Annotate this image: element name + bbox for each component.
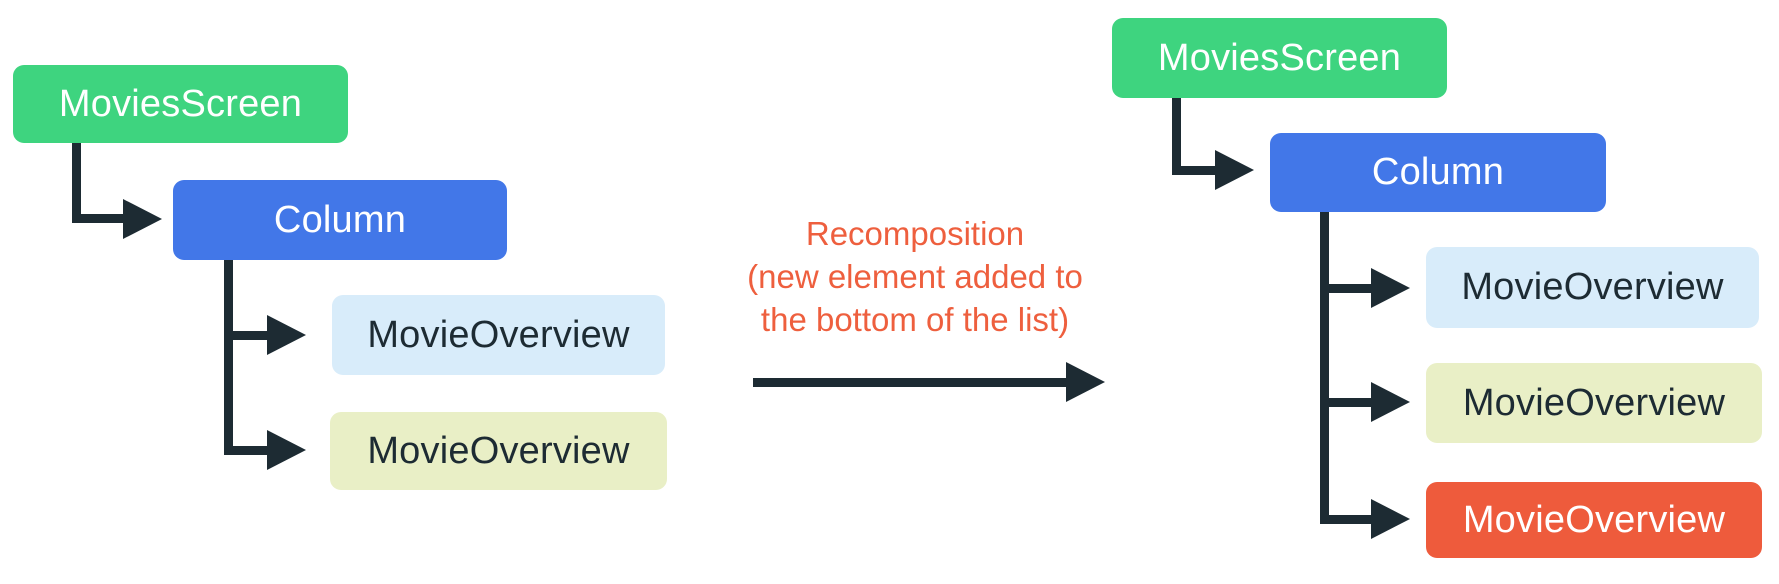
right-branch2-connector [1320,398,1372,407]
annotation-line: (new element added to [747,258,1083,295]
left-column-trunk [224,260,233,455]
node-label: MovieOverview [367,313,630,356]
left-root-connector-vertical [72,143,81,223]
left-branch1-connector [224,331,269,340]
right-branch2-arrowhead-icon [1371,382,1410,422]
transition-arrowhead-icon [1066,362,1105,402]
transition-arrow-line [753,378,1067,387]
node-label: MovieOverview [367,429,630,472]
right-node-moviesscreen: MoviesScreen [1112,18,1447,98]
recomposition-annotation: Recomposition (new element added to the … [700,212,1130,341]
left-root-connector-horizontal [72,214,124,223]
right-root-arrowhead-icon [1215,150,1254,190]
right-node-movieoverview-1: MovieOverview [1426,247,1759,328]
annotation-line: the bottom of the list) [760,301,1070,338]
left-branch1-arrowhead-icon [267,315,306,355]
right-node-movieoverview-3-new: MovieOverview [1426,482,1762,558]
right-root-connector-horizontal [1172,166,1217,175]
node-label: MovieOverview [1461,266,1724,308]
node-label: MoviesScreen [58,82,303,125]
right-branch3-connector [1320,515,1372,524]
right-column-trunk [1320,212,1329,524]
left-branch2-arrowhead-icon [267,430,306,470]
right-node-movieoverview-2: MovieOverview [1426,363,1762,443]
node-label: MoviesScreen [1157,36,1402,79]
left-root-arrowhead-icon [123,199,162,239]
left-node-movieoverview-2: MovieOverview [330,412,667,490]
node-label: Column [273,198,407,241]
annotation-line: Recomposition [805,215,1025,252]
right-branch1-arrowhead-icon [1371,268,1410,308]
right-branch1-connector [1320,284,1372,293]
node-label: MovieOverview [1462,498,1726,541]
node-label: MovieOverview [1462,381,1726,424]
left-node-movieoverview-1: MovieOverview [332,295,665,375]
left-branch2-connector [224,446,269,455]
left-node-column: Column [173,180,507,260]
right-branch3-arrowhead-icon [1371,499,1410,539]
right-node-column: Column [1270,133,1606,212]
right-root-connector-vertical [1172,98,1181,175]
left-node-moviesscreen: MoviesScreen [13,65,348,143]
node-label: Column [1371,151,1505,193]
